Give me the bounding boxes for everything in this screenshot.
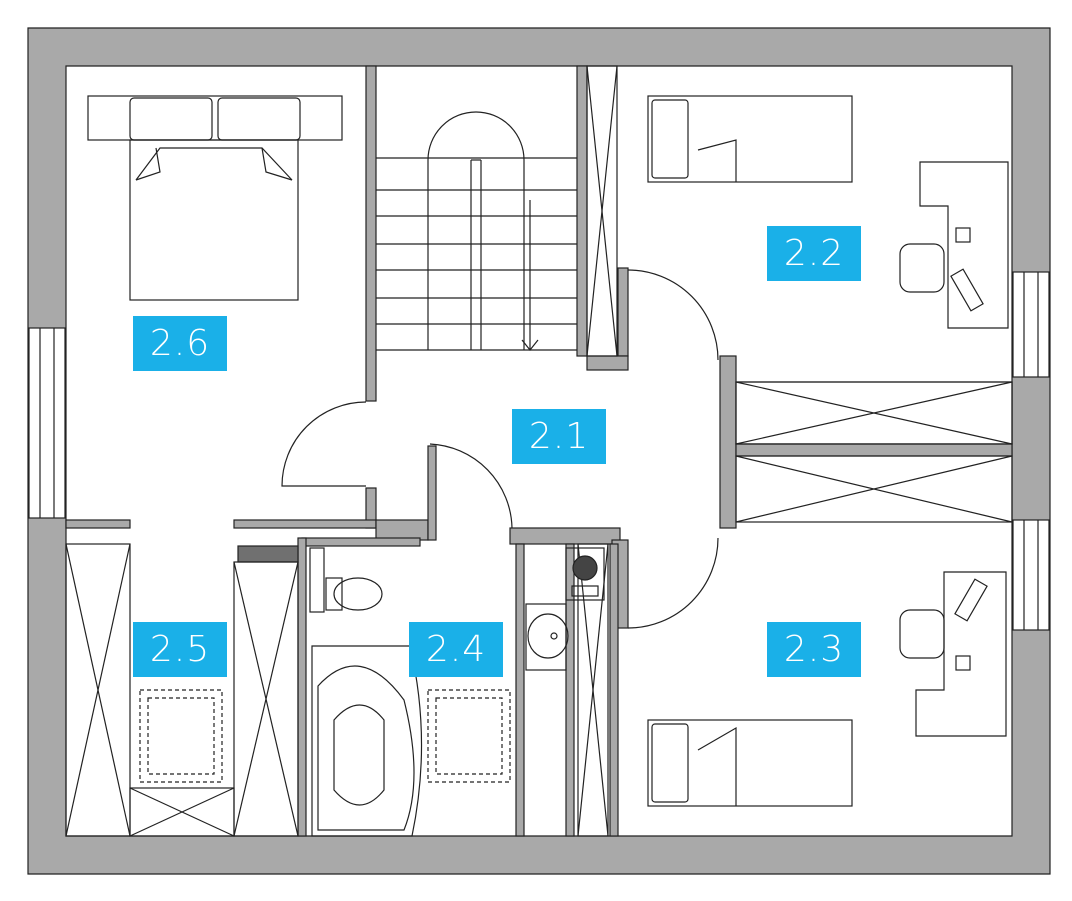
door-2-4 [429,443,513,529]
door-2-3 [627,537,719,629]
toilet [309,547,383,613]
wardrobe-2-3 [735,455,1013,523]
double-bed [87,95,343,301]
rug-2-5 [139,689,223,783]
room-label-2-3: 2.3 [767,622,861,677]
wall-hall-bottom [375,519,429,541]
rug-2-4 [427,689,511,783]
room-label-2-2: 2.2 [767,226,861,281]
single-bed-2-3 [647,719,853,807]
room-label-2-5: 2.5 [133,622,227,677]
window-right-bottom [1012,519,1050,631]
staircase [376,111,577,351]
sink [525,603,569,671]
wall-bath-kitchen [515,543,525,837]
wall-bedroom26-bottom [65,519,131,529]
room-label-2-1: 2.1 [512,409,606,464]
wardrobe-2-5-right [233,561,299,837]
door-2-2 [627,269,719,361]
window-left [28,327,66,519]
desk-2-2 [899,161,1009,329]
window-right-top [1012,271,1050,378]
desk-2-3 [899,571,1007,737]
boiler [565,547,605,601]
bathtub [311,645,423,837]
wall-stair-left [365,65,377,402]
wardrobe-2-5-left [65,543,131,837]
wall-stair-right [576,65,588,357]
door-2-6 [281,401,367,487]
wall-2-2-left [617,267,629,357]
room-label-2-4: 2.4 [409,622,503,677]
single-bed-2-2 [647,95,853,183]
room-label-2-6: 2.6 [133,316,227,371]
wardrobe-2-2 [586,65,618,357]
wall-central [719,355,737,529]
